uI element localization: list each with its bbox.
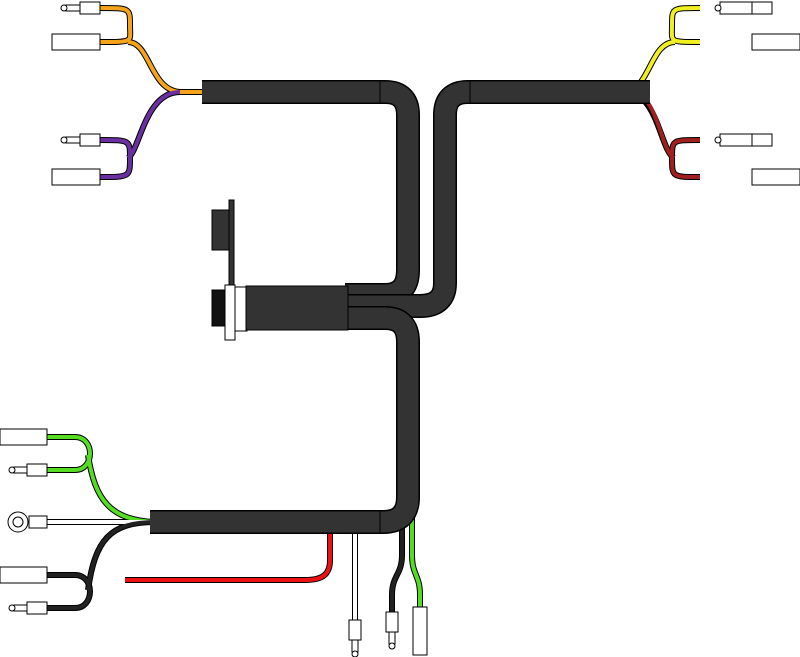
connector-pin	[8, 463, 48, 477]
connector-socket	[51, 168, 101, 186]
cable-trunks	[150, 80, 650, 534]
connector-pin	[60, 133, 101, 147]
connector-pin	[714, 133, 773, 147]
bottom-branch	[125, 505, 428, 657]
connector-pin	[8, 601, 48, 615]
power-socket	[211, 199, 349, 341]
connector-pin	[60, 1, 101, 15]
connector-socket	[0, 566, 48, 584]
connector-socket	[51, 33, 101, 51]
socket-body	[245, 285, 349, 331]
connector-socket	[0, 428, 48, 446]
connector-pin	[385, 611, 399, 650]
socket-flange	[224, 284, 236, 341]
top-right-branch	[624, 1, 800, 186]
connector-pin	[348, 619, 362, 657]
connector-socket	[412, 606, 428, 656]
top-left-branch	[51, 1, 205, 186]
ring-terminal	[7, 511, 48, 533]
connector-socket	[751, 33, 800, 51]
socket-cap	[211, 289, 227, 327]
bottom-left-branch	[0, 428, 156, 615]
connector-pin	[714, 1, 773, 15]
connector-socket	[751, 168, 800, 186]
